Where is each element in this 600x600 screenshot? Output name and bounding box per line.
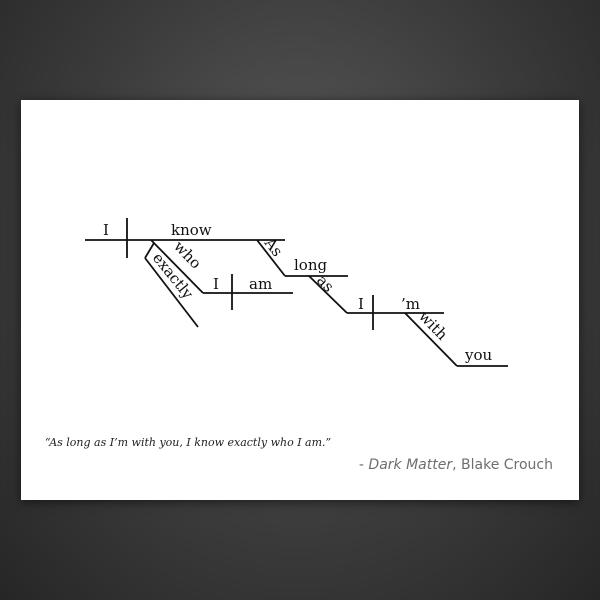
word-as: As (260, 234, 286, 260)
exactly-connector (144, 242, 155, 259)
word-subject: I (103, 221, 109, 239)
word-verb: know (171, 221, 212, 239)
poster-card: I know who I am exactly As long as I ’m … (21, 100, 579, 500)
word-sub-verb: am (249, 275, 272, 293)
with-slant (404, 312, 458, 367)
as-slant (256, 239, 286, 277)
work-title: Dark Matter (368, 457, 453, 473)
word-clause-subject: I (358, 295, 364, 313)
word-sub-subject: I (213, 275, 219, 293)
who-slant (150, 239, 204, 294)
word-as-conj: as (313, 271, 338, 295)
author-name: Blake Crouch (461, 457, 553, 473)
attribution-separator: , (452, 457, 462, 473)
as-conj-slant (308, 275, 348, 314)
word-clause-verb: ’m (401, 295, 420, 313)
exactly-slant (144, 257, 199, 328)
attribution: - Dark Matter, Blake Crouch (359, 457, 553, 473)
sentence-diagram: I know who I am exactly As long as I ’m … (85, 218, 508, 367)
word-you: you (464, 346, 493, 364)
quote-text: “As long as I’m with you, I know exactly… (45, 436, 332, 449)
attribution-prefix: - (358, 457, 369, 473)
word-long: long (294, 256, 327, 274)
